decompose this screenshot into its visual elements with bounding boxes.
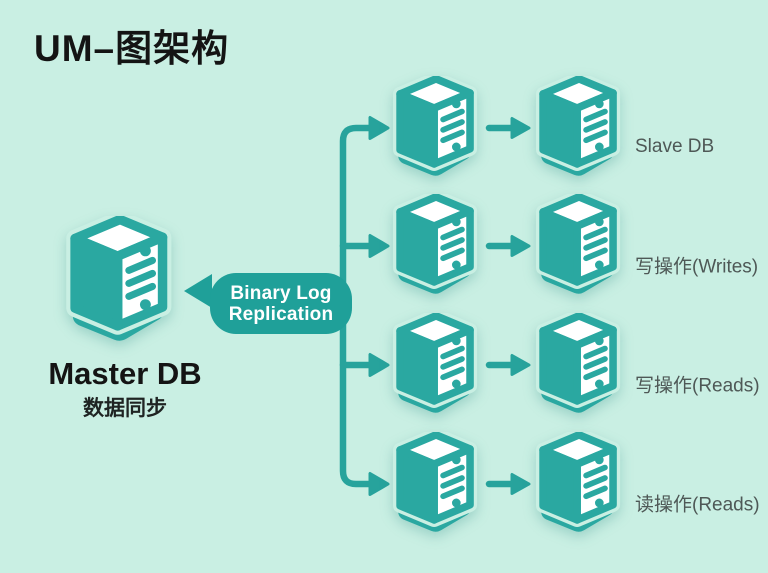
row-label: 写操作(Reads): [635, 375, 760, 397]
replica-row-writes: 写操作(Writes): [389, 194, 768, 298]
row-label: 写操作(Writes): [635, 256, 759, 278]
server-icon: [389, 76, 483, 180]
server-icon: [62, 216, 178, 346]
replica-row-reads: 读操作(Reads): [389, 432, 768, 536]
replica-row-slave-db: Slave DB: [389, 76, 768, 180]
row-label: Slave DB: [635, 136, 715, 157]
server-icon: [532, 313, 626, 417]
callout-text-line2: Replication: [228, 303, 334, 325]
callout-body: Binary Log Replication: [210, 273, 352, 334]
arrow-left-icon: [184, 274, 212, 308]
arrow-right-icon: [368, 116, 390, 140]
server-icon: [389, 194, 483, 298]
arrow-right-icon: [368, 234, 390, 258]
server-icon: [532, 76, 626, 180]
row-label: 读操作(Reads): [635, 494, 760, 516]
replica-row-write-reads: 写操作(Reads): [389, 313, 768, 417]
server-icon: [389, 432, 483, 536]
callout-text-line1: Binary Log: [230, 282, 332, 304]
arrow-right-icon: [368, 472, 390, 496]
master-db-label: Master DB: [48, 356, 202, 391]
server-icon: [389, 313, 483, 417]
page-title: UM–图架构: [34, 28, 230, 69]
server-icon: [532, 432, 626, 536]
master-db-subtitle: 数据同步: [83, 397, 167, 420]
arrow-right-icon: [368, 353, 390, 377]
server-icon: [532, 194, 626, 298]
